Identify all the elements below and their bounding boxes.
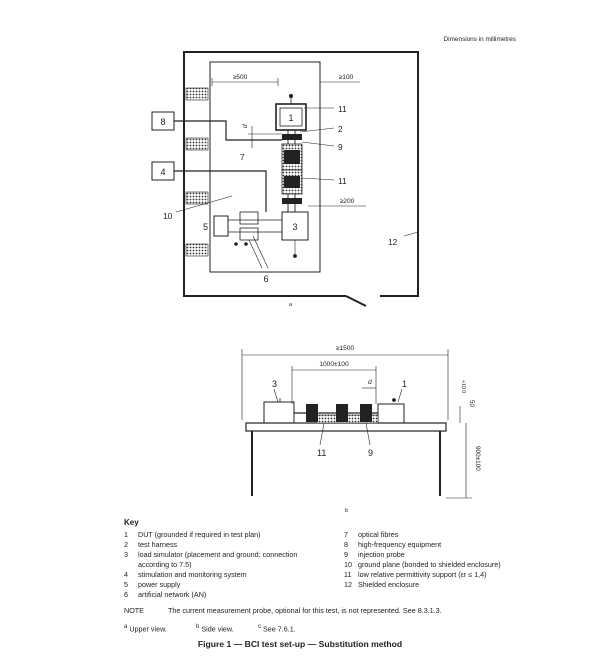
- label-6: 6: [263, 274, 268, 284]
- label-5: 5: [203, 222, 208, 232]
- side-dc-label: d: [368, 379, 372, 386]
- label-12: 12: [388, 237, 398, 247]
- dut-label: 1: [288, 113, 293, 123]
- shielded-enclosure: [183, 51, 419, 297]
- power-supply: [213, 215, 229, 237]
- dim-1000-text: 1000±100: [319, 361, 349, 368]
- top-view: ≥500 ≥100 1 d 7 8 4: [151, 51, 419, 308]
- side-dut: [377, 403, 405, 424]
- side-load-simulator: [263, 401, 295, 424]
- label-9: 9: [338, 142, 343, 152]
- side-probe-3: [360, 404, 372, 422]
- side-view: ≥1500 1000±100 d 3 1 11: [241, 345, 481, 514]
- key-item: according to 7.5): [138, 560, 192, 569]
- dim-50-tol: +10 0: [460, 380, 466, 393]
- side-label-3: 3: [272, 379, 277, 389]
- side-probe-2: [336, 404, 348, 422]
- optical-fibre: [174, 170, 267, 212]
- key-title: Key: [124, 518, 139, 527]
- footnote-b: b Side view.: [196, 624, 234, 634]
- label-4: 4: [160, 167, 165, 177]
- side-label-9: 9: [368, 448, 373, 458]
- top-dc-label: d: [242, 124, 249, 128]
- enclosure-door: [345, 295, 367, 307]
- dimensions-note: Dimensions in millimetres: [444, 36, 516, 43]
- dim-200-text: ≥200: [340, 198, 355, 205]
- side-probe-1: [306, 404, 318, 422]
- dim-1500-text: ≥1500: [336, 345, 355, 352]
- note-text: The current measurement probe, optional …: [168, 606, 442, 615]
- label-11-mid: 11: [338, 176, 347, 186]
- hf-cable: [174, 120, 282, 141]
- figure-caption: Figure 1 — BCI test set-up — Substitutio…: [197, 639, 403, 649]
- dim-100-text: ≥100: [339, 74, 354, 81]
- label-2: 2: [338, 124, 343, 134]
- label-3: 3: [292, 222, 297, 232]
- label-11-top: 11: [338, 104, 347, 114]
- label-8: 8: [160, 117, 165, 127]
- label-10: 10: [163, 211, 173, 221]
- dim-500-text: ≥500: [233, 74, 248, 81]
- side-label-1: 1: [402, 379, 407, 389]
- dim-50-text: 50: [468, 400, 475, 407]
- ground-plane: [209, 61, 321, 273]
- support-strips: [185, 87, 209, 257]
- side-label-11: 11: [317, 448, 326, 458]
- label-7: 7: [240, 152, 245, 162]
- side-view-mark: b: [345, 508, 348, 514]
- table-top: [245, 422, 447, 432]
- dim-900-text: 900±100: [474, 446, 481, 471]
- top-view-mark: a: [289, 302, 292, 308]
- note-label: NOTE: [124, 606, 144, 615]
- footnote-a: a Upper view.: [124, 624, 167, 634]
- an-lower: [239, 227, 259, 241]
- an-upper: [239, 211, 259, 225]
- footnote-c: c See 7.6.1.: [258, 624, 296, 634]
- injection-probe-top: [282, 134, 302, 140]
